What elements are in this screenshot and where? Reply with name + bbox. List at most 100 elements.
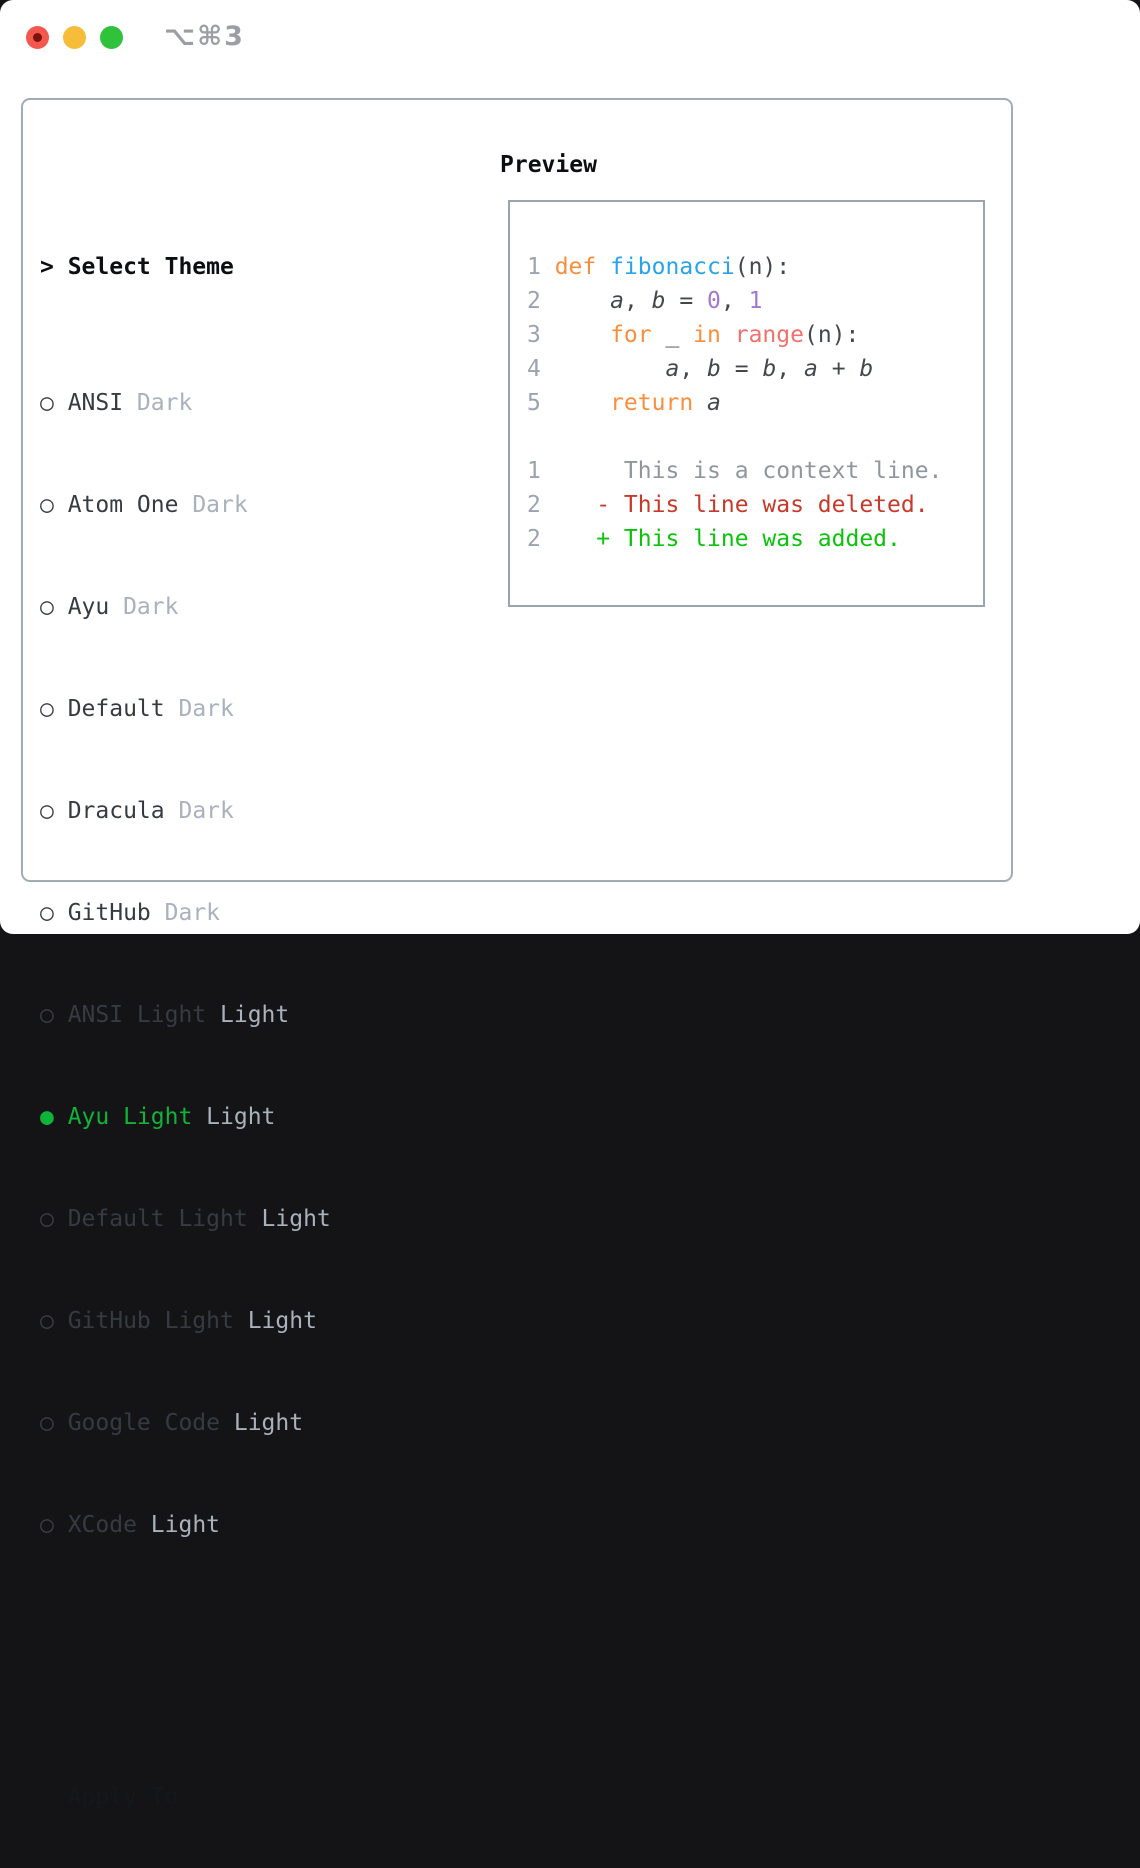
window-title: ⌥⌘3 bbox=[164, 21, 245, 52]
theme-option-ayu-light[interactable]: ●Ayu Light Light bbox=[40, 1100, 428, 1134]
radio-unselected-icon: ○ bbox=[40, 794, 68, 828]
code-token: b bbox=[859, 356, 873, 382]
theme-name: Ayu bbox=[68, 594, 110, 620]
diff-text: This is a context line. bbox=[555, 458, 943, 484]
code-token bbox=[693, 390, 707, 416]
theme-option-default-light[interactable]: ○Default Light Light bbox=[40, 1202, 428, 1236]
theme-option-xcode[interactable]: ○XCode Light bbox=[40, 1508, 428, 1542]
radio-unselected-icon: ○ bbox=[40, 1202, 68, 1236]
code-token: fibonacci bbox=[610, 254, 735, 280]
code-line: 4 a, b = b, a + b bbox=[527, 352, 983, 386]
code-token bbox=[721, 322, 735, 348]
code-token bbox=[555, 288, 610, 314]
code-token: , bbox=[624, 288, 652, 314]
code-token: a bbox=[804, 356, 818, 382]
apply-to-header-label: Apply To bbox=[68, 1784, 179, 1810]
line-number: 1 bbox=[527, 250, 555, 284]
theme-name: ANSI Light bbox=[68, 1002, 206, 1028]
code-token: a bbox=[610, 288, 624, 314]
title-bar[interactable]: ⌥⌘3 bbox=[0, 0, 1140, 70]
spacer bbox=[527, 420, 983, 454]
code-token: 0 bbox=[707, 288, 721, 314]
radio-unselected-icon: ○ bbox=[40, 998, 68, 1032]
select-theme-header: >Select Theme bbox=[40, 250, 428, 284]
close-button[interactable] bbox=[26, 26, 49, 49]
theme-variant-tag: Light bbox=[151, 1512, 220, 1538]
code-token bbox=[555, 356, 666, 382]
theme-name: Ayu Light bbox=[68, 1104, 193, 1130]
line-number: 2 bbox=[527, 522, 555, 556]
code-token: , bbox=[721, 288, 749, 314]
code-token: = bbox=[666, 288, 708, 314]
theme-option-github-light[interactable]: ○GitHub Light Light bbox=[40, 1304, 428, 1338]
code-token: , bbox=[776, 356, 804, 382]
theme-variant-tag: Dark bbox=[178, 696, 233, 722]
theme-variant-tag: Dark bbox=[123, 594, 178, 620]
code-token: (n): bbox=[804, 322, 859, 348]
theme-variant-tag: Dark bbox=[178, 798, 233, 824]
line-number: 2 bbox=[527, 488, 555, 522]
code-token: b bbox=[652, 288, 666, 314]
unsaved-changes-dot-icon bbox=[33, 33, 42, 42]
theme-variant-tag: Dark bbox=[165, 900, 220, 926]
code-token bbox=[555, 322, 610, 348]
radio-selected-icon: ● bbox=[40, 1100, 68, 1134]
theme-name: ANSI bbox=[68, 390, 123, 416]
theme-name: GitHub bbox=[68, 900, 151, 926]
code-line: 2 a, b = 0, 1 bbox=[527, 284, 983, 318]
code-token bbox=[555, 390, 610, 416]
theme-variant-tag: Light bbox=[234, 1410, 303, 1436]
code-token: = bbox=[721, 356, 763, 382]
code-token: (n): bbox=[735, 254, 790, 280]
theme-variant-tag: Dark bbox=[192, 492, 247, 518]
radio-unselected-icon: ○ bbox=[40, 386, 68, 420]
line-number: 2 bbox=[527, 284, 555, 318]
theme-name: XCode bbox=[68, 1512, 137, 1538]
diff-text: - This line was deleted. bbox=[555, 492, 929, 518]
theme-variant-tag: Light bbox=[206, 1104, 275, 1130]
apply-to-header: Apply To bbox=[40, 1780, 428, 1814]
theme-option-google-code[interactable]: ○Google Code Light bbox=[40, 1406, 428, 1440]
theme-option-default-dark[interactable]: ○Default Dark bbox=[40, 692, 428, 726]
theme-name: Google Code bbox=[68, 1410, 220, 1436]
code-token: for bbox=[610, 322, 652, 348]
code-token: in bbox=[693, 322, 721, 348]
radio-unselected-icon: ○ bbox=[40, 692, 68, 726]
code-token: + bbox=[818, 356, 860, 382]
theme-name: Default Light bbox=[68, 1206, 248, 1232]
theme-variant-tag: Light bbox=[220, 1002, 289, 1028]
line-number: 4 bbox=[527, 352, 555, 386]
theme-name: Default bbox=[68, 696, 165, 722]
radio-unselected-icon: ○ bbox=[40, 1304, 68, 1338]
diff-text: + This line was added. bbox=[555, 526, 901, 552]
spacer bbox=[40, 1644, 428, 1678]
theme-option-ansi-light[interactable]: ○ANSI Light Light bbox=[40, 998, 428, 1032]
diff-context-line: 1 This is a context line. bbox=[527, 454, 983, 488]
code-token: return bbox=[610, 390, 693, 416]
line-number: 3 bbox=[527, 318, 555, 352]
code-token bbox=[596, 254, 610, 280]
code-token: a bbox=[707, 390, 721, 416]
minimize-button[interactable] bbox=[63, 26, 86, 49]
theme-variant-tag: Light bbox=[262, 1206, 331, 1232]
radio-unselected-icon: ○ bbox=[40, 1406, 68, 1440]
code-line: 3 for _ in range(n): bbox=[527, 318, 983, 352]
code-token: 1 bbox=[749, 288, 763, 314]
code-line: 5 return a bbox=[527, 386, 983, 420]
theme-name: GitHub Light bbox=[68, 1308, 234, 1334]
radio-unselected-icon: ○ bbox=[40, 1508, 68, 1542]
preview-header-label: Preview bbox=[500, 148, 597, 182]
zoom-button[interactable] bbox=[100, 26, 123, 49]
theme-name: Atom One bbox=[68, 492, 179, 518]
theme-variant-tag: Light bbox=[248, 1308, 317, 1334]
code-token: b bbox=[762, 356, 776, 382]
